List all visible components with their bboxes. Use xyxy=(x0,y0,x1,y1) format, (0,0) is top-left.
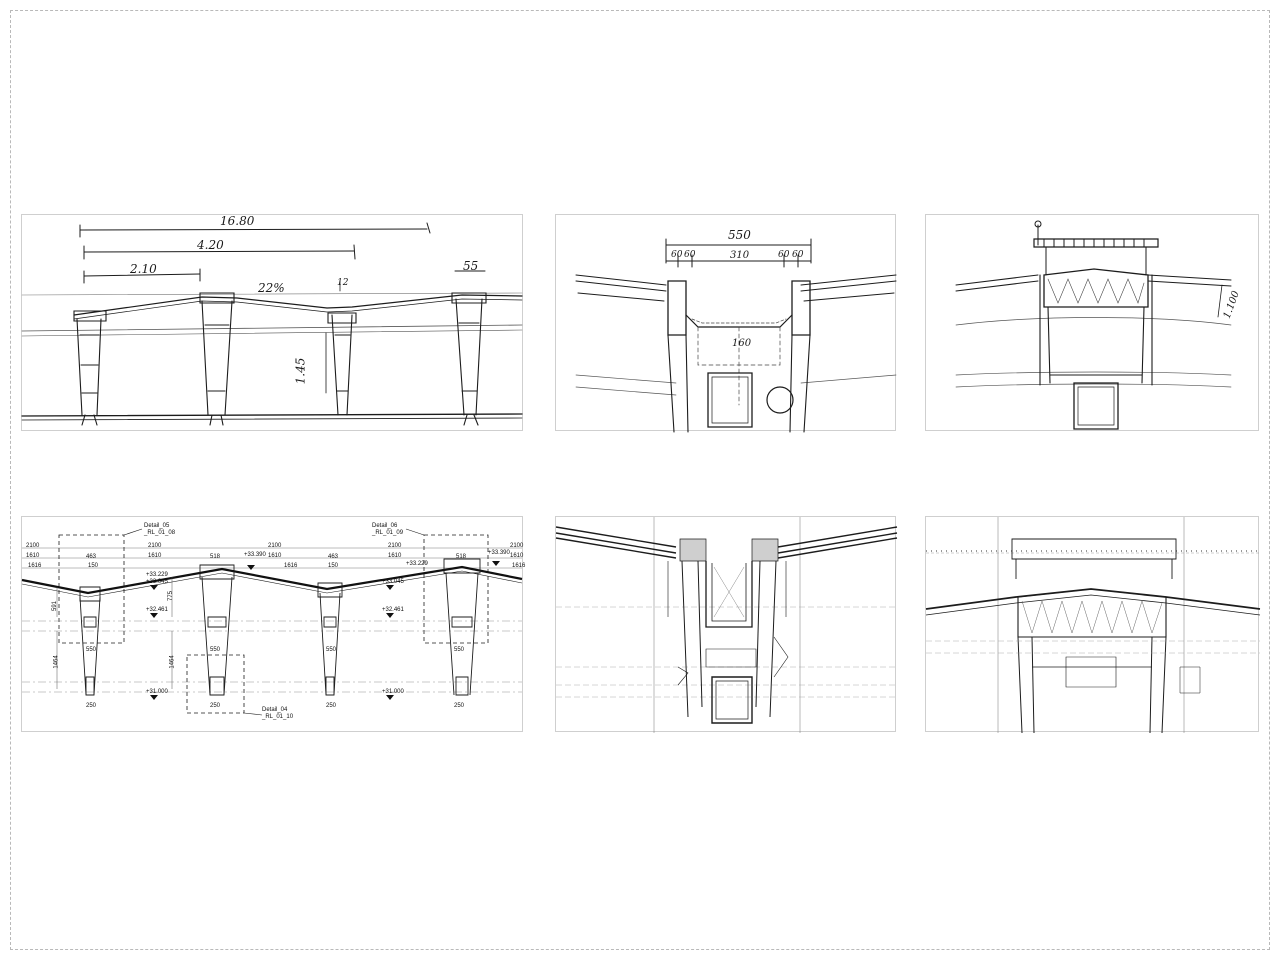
panel-sketch-elevation: 16.80 4.20 2.10 22% 55 12 1.45 xyxy=(21,214,523,431)
dim-small-2: 150 xyxy=(328,563,339,569)
dim-gutter-1: 463 xyxy=(86,554,97,560)
dim-second-3: 1610 xyxy=(268,553,282,559)
dim-top-2: 2100 xyxy=(148,543,162,549)
dim-gutter-4: 518 xyxy=(456,554,467,560)
drawing-sheet xyxy=(10,10,1270,950)
level-3: +33.045 xyxy=(146,579,168,585)
level-8: +32.461 xyxy=(382,607,404,613)
callout-left-ref: _RL_01_08 xyxy=(144,530,176,536)
gutter-width-label: 550 xyxy=(728,228,751,242)
dim-third-1: 1616 xyxy=(28,563,42,569)
level-1: +33.229 xyxy=(146,572,168,578)
callout-bottom-ref: _RL_01_10 xyxy=(262,714,294,720)
dim-550-3: 550 xyxy=(326,647,337,653)
dim-third-3: 1616 xyxy=(512,563,526,569)
cad-ridge-drawing xyxy=(925,517,1261,734)
dim-second-5: 1610 xyxy=(510,553,524,559)
level-5: +33.390 xyxy=(488,550,510,556)
dim-vertical-2: 775 xyxy=(168,590,175,602)
sketch-elevation-drawing xyxy=(21,222,523,426)
dim-gutter-3: 463 xyxy=(328,554,339,560)
dim-second-2: 1610 xyxy=(148,553,162,559)
dim-vertical-3: 1464 xyxy=(53,655,60,669)
level-10: +31.000 xyxy=(382,689,404,695)
cad-elevation-drawing xyxy=(21,528,523,716)
dim-top-3: 2100 xyxy=(268,543,282,549)
sketch-gutter-drawing xyxy=(575,238,897,433)
dim-250-1: 250 xyxy=(86,703,97,709)
callout-left-title: Detail_05 xyxy=(144,523,170,529)
dim-550-1: 550 xyxy=(86,647,97,653)
cad-gutter-drawing xyxy=(555,517,898,733)
panel-sketch-gutter: 550 60 60 310 60 60 160 xyxy=(555,214,897,433)
level-4: +33.229 xyxy=(406,561,428,567)
dim-top-5: 2100 xyxy=(510,543,524,549)
callout-right-title: Detail_06 xyxy=(372,523,398,529)
callout-bottom-title: Detail_04 xyxy=(262,707,288,713)
dim-overall-label: 16.80 xyxy=(220,214,255,228)
dim-upstand-label: 55 xyxy=(463,259,479,273)
dim-second-4: 1610 xyxy=(388,553,402,559)
dim-top-1: 2100 xyxy=(26,543,40,549)
callout-right-ref: _RL_01_09 xyxy=(372,530,404,536)
dim-third-2: 1616 xyxy=(284,563,298,569)
panel-cad-ridge xyxy=(925,516,1261,734)
dim-span-label: 2.10 xyxy=(130,262,157,276)
dim-250-2: 250 xyxy=(210,703,221,709)
dim-vertical-4: 1464 xyxy=(169,655,176,669)
gutter-segment-1: 60 xyxy=(671,250,683,260)
level-2: +33.390 xyxy=(244,552,266,558)
gutter-segment-4: 60 xyxy=(778,250,790,260)
level-7: +32.461 xyxy=(146,607,168,613)
dim-250-3: 250 xyxy=(326,703,337,709)
gutter-segment-2: 60 xyxy=(684,250,696,260)
gutter-segment-3: 310 xyxy=(730,250,750,261)
dim-250-4: 250 xyxy=(454,703,465,709)
dim-top-4: 2100 xyxy=(388,543,402,549)
gutter-segment-5: 60 xyxy=(792,250,804,260)
dim-double-span-label: 4.20 xyxy=(197,238,224,252)
dim-550-4: 550 xyxy=(454,647,465,653)
dim-second-1: 1610 xyxy=(26,553,40,559)
dim-small-label: 12 xyxy=(337,278,349,288)
panel-cad-elevation: Detail_05 _RL_01_08 Detail_06 _RL_01_09 … xyxy=(21,516,526,732)
dim-550-2: 550 xyxy=(210,647,221,653)
level-6: +33.045 xyxy=(382,579,404,585)
sketch-ridge-drawing xyxy=(955,220,1232,430)
panel-sketch-ridge: 1.100 xyxy=(925,214,1259,431)
dim-slope-label: 22% xyxy=(258,281,285,295)
level-9: +31.000 xyxy=(146,689,168,695)
gutter-depth-label: 160 xyxy=(732,338,752,349)
dim-height-label: 1.45 xyxy=(293,357,308,385)
dim-vertical-1: 591 xyxy=(52,600,59,612)
dim-small-1: 150 xyxy=(88,563,99,569)
dim-gutter-2: 518 xyxy=(210,554,221,560)
panel-cad-gutter xyxy=(555,516,898,733)
